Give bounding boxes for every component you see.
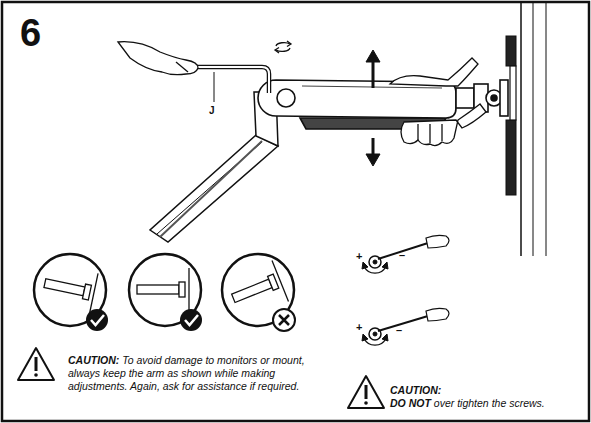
caution-note: CAUTION:To avoid damage to monitors or m… [68,354,306,392]
cross-badge [273,309,295,331]
tighten-sign: + [356,251,362,262]
rotation-arrow [275,41,291,53]
hand [390,58,486,146]
check-badge [86,309,202,331]
tighten-sign: + [356,321,362,333]
tighten-sign: + [356,250,362,262]
caution-note: CAUTION:DO NOTover tighten the screws. [390,384,585,410]
loosen-sign: – [396,325,402,336]
loosen-sign: – [396,324,402,336]
callout-letter: J [209,105,215,116]
callout-letter: J [209,106,215,116]
caution-emphasis: DO NOT [390,397,431,409]
position-check [34,254,294,326]
move-arrow [366,50,380,166]
loosen-sign: – [399,250,405,261]
step-number: 6 [20,14,41,52]
hand [118,42,198,75]
caution-heading: CAUTION: [390,384,582,397]
step-number: 6 [20,12,41,54]
loosen-sign: – [399,249,405,261]
monitor-edge [506,3,546,256]
tighten-sign: + [356,322,362,333]
screw-icon [362,235,449,345]
hex-key [190,67,269,93]
leader-line [214,72,215,102]
caution-heading: CAUTION: [68,354,119,366]
mount-pole [150,92,278,242]
warning-icon [18,348,384,408]
caution-text: over tighten the screws. [434,397,545,409]
